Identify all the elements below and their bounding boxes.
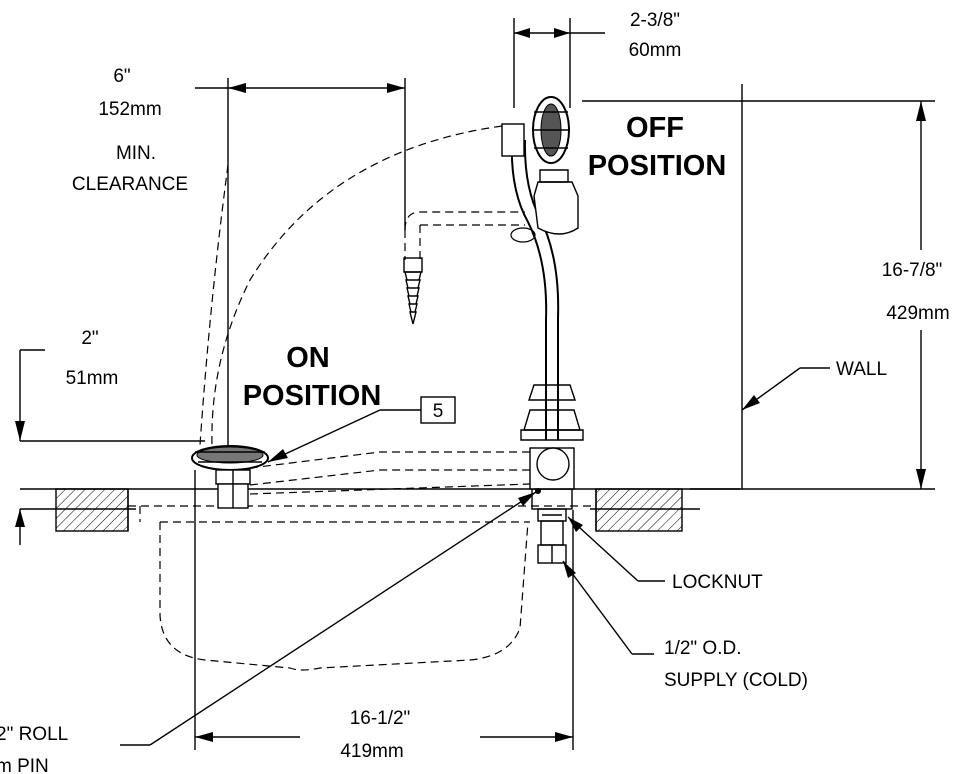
handle-off-position [501, 96, 579, 243]
clearance-inch: 6" [113, 66, 130, 87]
faucet-riser [510, 139, 584, 564]
dimension-bottom-width: 16-1/2" 419mm [194, 470, 574, 762]
dimension-top-width: 2-3/8" 60mm [513, 10, 682, 108]
handle-height-inch: 2" [81, 328, 98, 349]
bottom-width-inch: 16-1/2" [350, 708, 411, 729]
clearance-note-min: MIN. [116, 143, 156, 164]
on-position-label: POSITION [243, 380, 382, 412]
locknut-label: LOCKNUT [672, 572, 763, 593]
dimension-handle-height: 2" 51mm [15, 328, 205, 545]
off-position-label: POSITION [588, 150, 727, 182]
roll-pin-label-1: 2" ROLL [0, 724, 68, 745]
roll-pin-label-2: m PIN [0, 756, 49, 774]
clearance-note-clearance: CLEARANCE [72, 174, 188, 195]
position-labels: OFF POSITION ON POSITION [243, 112, 727, 412]
handle-height-mm: 51mm [66, 368, 119, 389]
callout-supply: 1/2" O.D. SUPPLY (COLD) [562, 560, 808, 691]
wall-label: WALL [836, 359, 887, 380]
callout-wall: WALL [741, 359, 887, 411]
countertop [20, 488, 740, 532]
callout-item-5: 5 [267, 396, 456, 463]
handle-on-position [191, 445, 269, 509]
top-width-mm: 60mm [629, 40, 682, 61]
off-label: OFF [626, 112, 684, 144]
callout-locknut: LOCKNUT [567, 516, 763, 593]
height-mm: 429mm [886, 303, 949, 324]
height-inch: 16-7/8" [882, 260, 943, 281]
top-width-inch: 2-3/8" [630, 10, 680, 31]
supply-type-label: SUPPLY (COLD) [664, 670, 808, 691]
supply-size-label: 1/2" O.D. [664, 638, 742, 659]
clearance-mm: 152mm [98, 99, 161, 120]
on-label: ON [286, 342, 330, 374]
swing-arc [199, 125, 531, 495]
dimension-clearance: 6" 152mm MIN. CLEARANCE [72, 66, 406, 480]
item-number: 5 [433, 401, 444, 422]
dimension-height-right: 16-7/8" 429mm [582, 100, 950, 490]
callout-roll-pin: 2" ROLL m PIN [0, 491, 537, 774]
hose-tip [403, 257, 423, 325]
bottom-width-mm: 419mm [340, 741, 403, 762]
sink-outline [128, 505, 596, 671]
